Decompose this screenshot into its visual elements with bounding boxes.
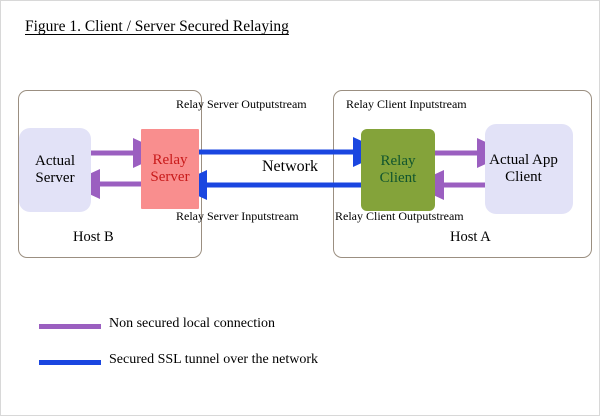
node-relay-client[interactable]: Relay Client [361, 129, 435, 211]
legend-swatch-secured-ssl [39, 360, 101, 365]
legend-label-non-secured: Non secured local connection [109, 316, 275, 331]
host-a-label: Host A [450, 229, 491, 245]
node-relay-server[interactable]: Relay Server [141, 129, 199, 209]
legend-label-secured-ssl: Secured SSL tunnel over the network [109, 352, 319, 367]
label-relay-client-inputstream: Relay Client Inputstream [346, 97, 467, 111]
node-actual-server[interactable]: Actual Server [19, 128, 91, 212]
label-network: Network [258, 158, 322, 176]
node-actual-app-client[interactable]: Actual App Client [485, 124, 573, 214]
node-relay-server-label: Relay Server [150, 151, 190, 185]
legend-swatch-non-secured [39, 324, 101, 329]
node-relay-client-label: Relay Client [379, 152, 417, 186]
label-relay-client-outputstream: Relay Client Outputstream [335, 209, 464, 223]
host-a-container [333, 90, 592, 258]
host-b-label: Host B [73, 229, 114, 245]
node-actual-server-label: Actual Server [35, 152, 75, 186]
node-actual-app-client-label: Actual App Client [489, 151, 558, 185]
label-relay-server-inputstream: Relay Server Inputstream [176, 209, 299, 223]
label-relay-server-outputstream: Relay Server Outputstream [176, 97, 307, 111]
figure-title: Figure 1. Client / Server Secured Relayi… [25, 18, 289, 35]
